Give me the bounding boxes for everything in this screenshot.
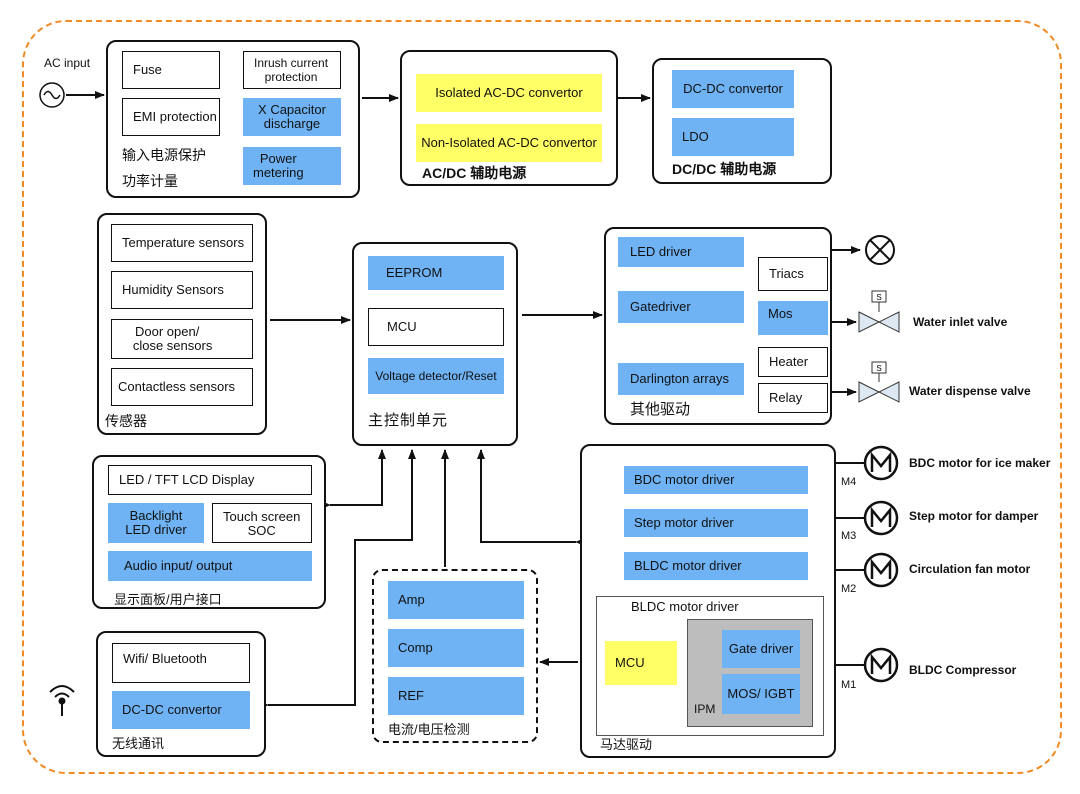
current-voltage-sensing-panel: Amp Comp REF 电流/电压检测 [372, 569, 538, 743]
heater-box: Heater [758, 347, 828, 377]
motor-name: Circulation fan motor [909, 562, 1031, 576]
triacs-box: Triacs [758, 257, 828, 291]
touch-screen-box: Touch screen SOC [212, 503, 312, 543]
voltage-detector-box: Voltage detector/Reset [368, 358, 504, 394]
svg-text:S: S [876, 293, 881, 302]
panel-title: DC/DC 辅助电源 [672, 161, 777, 177]
amp-box: Amp [388, 581, 524, 619]
ipm-block: Gate driver MOS/ IGBT IPM [687, 619, 813, 727]
motor-icon [863, 647, 899, 683]
panel-title: 传感器 [105, 413, 147, 429]
bldc-inner-title: BLDC motor driver [631, 599, 739, 614]
panel-subtitle: 功率计量 [122, 173, 178, 189]
arrow-motordrive-mcu [477, 449, 585, 546]
nonisolated-acdc-box: Non-Isolated AC-DC convertor [416, 124, 602, 162]
motor-tag: M3 [841, 530, 857, 542]
solenoid-valve-icon: S [858, 361, 900, 403]
panel-title: AC/DC 辅助电源 [422, 165, 527, 181]
x-capacitor-box: X Capacitor discharge [243, 98, 341, 136]
contactless-sensor-box: Contactless sensors [111, 368, 253, 406]
lamp-icon [865, 235, 895, 265]
motor-icon [863, 552, 899, 588]
bldc-driver-box: BLDC motor driver [624, 552, 808, 580]
input-protection-panel: Fuse Inrush current protection EMI prote… [106, 40, 360, 198]
dcdc-panel: DC-DC convertor LDO DC/DC 辅助电源 [652, 58, 832, 184]
emi-protection-box: EMI protection [122, 98, 220, 136]
wifi-bluetooth-box: Wifi/ Bluetooth [112, 643, 250, 683]
darlington-box: Darlington arrays [618, 363, 744, 395]
fuse-box: Fuse [122, 51, 220, 89]
panel-title: 显示面板/用户接口 [114, 592, 222, 607]
water-dispense-valve-label: Water dispense valve [909, 384, 1031, 398]
wireless-panel: Wifi/ Bluetooth DC-DC convertor 无线通讯 [96, 631, 266, 757]
led-driver-box: LED driver [618, 237, 744, 267]
arrow-wireless-mcu [259, 449, 416, 709]
solenoid-valve-icon: S [858, 290, 900, 333]
ref-box: REF [388, 677, 524, 715]
mos-box: Mos [758, 301, 828, 335]
audio-io-box: Audio input/ output [108, 551, 312, 581]
motor-icon [863, 445, 899, 481]
panel-title: 输入电源保护 [122, 147, 206, 163]
mcu-box: MCU [368, 308, 504, 346]
motor-mcu-box: MCU [605, 641, 677, 685]
ldo-box: LDO [672, 118, 794, 156]
display-panel: LED / TFT LCD Display Backlight LED driv… [92, 455, 326, 609]
motor-tag: M2 [841, 583, 857, 595]
humidity-sensor-box: Humidity Sensors [111, 271, 253, 309]
panel-title: 电流/电压检测 [388, 722, 470, 737]
panel-title: 主控制单元 [368, 412, 449, 429]
power-metering-box: Power metering [243, 147, 341, 185]
bdc-driver-box: BDC motor driver [624, 466, 808, 494]
motor-tag: M4 [841, 476, 857, 488]
motor-name: Step motor for damper [909, 509, 1039, 523]
ac-source-icon [39, 82, 65, 108]
ipm-label: IPM [694, 702, 716, 716]
main-control-panel: EEPROM MCU Voltage detector/Reset 主控制单元 [352, 242, 518, 446]
lcd-display-box: LED / TFT LCD Display [108, 465, 312, 495]
svg-text:S: S [876, 364, 881, 373]
step-driver-box: Step motor driver [624, 509, 808, 537]
motor-icon [863, 500, 899, 536]
water-inlet-valve-label: Water inlet valve [913, 315, 1008, 329]
other-drivers-panel: LED driver Triacs Gatedriver Mos Heater … [604, 227, 832, 425]
backlight-driver-box: Backlight LED driver [108, 503, 204, 543]
temperature-sensor-box: Temperature sensors [111, 224, 253, 262]
motor-drive-panel: BDC motor driver Step motor driver BLDC … [580, 444, 836, 758]
dcdc-convertor-box: DC-DC convertor [672, 70, 794, 108]
mos-igbt-box: MOS/ IGBT [722, 674, 800, 714]
eeprom-box: EEPROM [368, 256, 504, 290]
motor-name: BDC motor for ice maker [909, 456, 1051, 470]
relay-box: Relay [758, 383, 828, 413]
door-sensor-box: Door open/ close sensors [111, 319, 253, 359]
motor-tag: M1 [841, 679, 857, 691]
panel-title: 马达驱动 [600, 737, 653, 752]
panel-title: 无线通讯 [112, 736, 165, 751]
wireless-dcdc-box: DC-DC convertor [112, 691, 250, 729]
motor-name: BLDC Compressor [909, 663, 1017, 677]
sensors-panel: Temperature sensors Humidity Sensors Doo… [97, 213, 267, 435]
system-boundary [22, 20, 1062, 774]
ac-input-label: AC input [44, 56, 91, 70]
comp-box: Comp [388, 629, 524, 667]
gatedriver-box: Gatedriver [618, 291, 744, 323]
isolated-acdc-box: Isolated AC-DC convertor [416, 74, 602, 112]
bldc-inner-block: BLDC motor driver MCU Gate driver MOS/ I… [596, 596, 824, 736]
gate-driver-box: Gate driver [722, 630, 800, 668]
inrush-protection-box: Inrush current protection [243, 51, 341, 89]
panel-title: 其他驱动 [630, 401, 691, 418]
wireless-antenna-icon [49, 685, 75, 716]
acdc-panel: Isolated AC-DC convertor Non-Isolated AC… [400, 50, 618, 186]
